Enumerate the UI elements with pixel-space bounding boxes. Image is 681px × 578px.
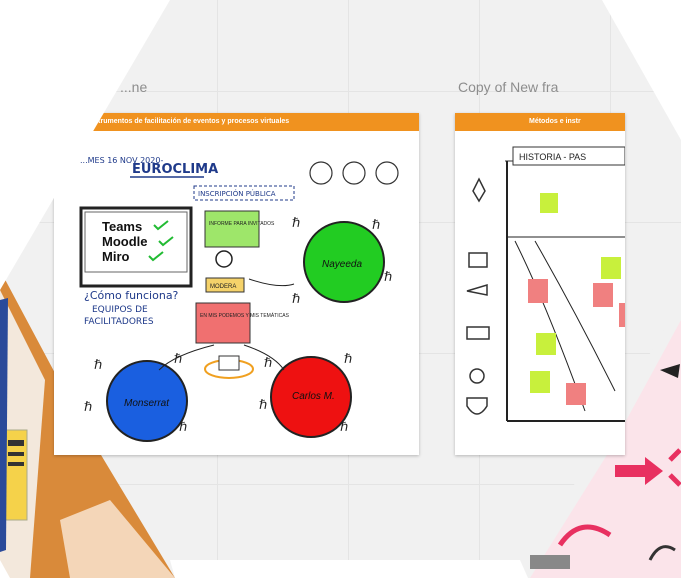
tool-teams: Teams <box>102 219 142 234</box>
frame-1-header: ...dos e instrumentos de facilitación de… <box>54 113 419 131</box>
teams-line-2: FACILITADORES <box>84 317 154 327</box>
frame-2-board: HISTORIA - PAS <box>466 146 625 422</box>
frame-2[interactable]: Métodos e instr HISTORIA - PAS <box>455 113 625 455</box>
svg-text:ℏ: ℏ <box>344 352 352 367</box>
left-photo-fragment <box>0 270 175 578</box>
frame-2-header: Métodos e instr <box>455 113 625 131</box>
flow-arrows <box>158 278 295 371</box>
room-label-blue: Monserrat <box>124 398 170 409</box>
question-text: ¿Cómo funciona? <box>84 289 179 302</box>
chair-icons: ℏ ℏ ℏ ℏ ℏ ℏ ℏ ℏ ℏ ℏ ℏ ℏ <box>84 216 392 435</box>
svg-text:ℏ: ℏ <box>340 420 348 435</box>
svg-text:ℏ: ℏ <box>94 358 102 373</box>
red-note-text: EN MIS PODEMOS Y MIS TEMÁTICAS <box>200 312 290 319</box>
face-icons <box>309 161 399 185</box>
teams-line-1: EQUIPOS DE <box>92 305 148 315</box>
board-title: EUROCLIMA <box>132 162 218 177</box>
tool-moodle: Moodle <box>102 234 148 249</box>
green-note-text: INFORME PARA INVITADOS <box>209 221 275 227</box>
tool-miro: Miro <box>102 249 130 264</box>
sticky-notes-green <box>530 193 621 393</box>
room-label-green: Nayeeda <box>322 259 362 270</box>
right-photo-fragment <box>520 300 681 578</box>
room-circle-red <box>270 356 352 438</box>
svg-text:ℏ: ℏ <box>259 398 267 413</box>
svg-text:ℏ: ℏ <box>384 270 392 285</box>
svg-text:ℏ: ℏ <box>179 420 187 435</box>
sticky-notes-red <box>528 279 625 405</box>
frame-1-title[interactable]: ...ne <box>120 79 148 95</box>
room-circle-blue <box>106 360 188 442</box>
frame-2-title[interactable]: Copy of New fra <box>458 79 559 95</box>
svg-text:ℏ: ℏ <box>292 216 300 231</box>
room-circle-green <box>303 221 385 303</box>
moderator-label: MODERA <box>210 284 236 290</box>
room-label-red: Carlos M. <box>292 391 335 402</box>
svg-text:ℏ: ℏ <box>292 292 300 307</box>
frame-1[interactable]: ...dos e instrumentos de facilitación de… <box>54 113 419 455</box>
frame-1-board: ...MES 16 NOV 2020- EUROCLIMA INSCRIPCIÓ… <box>79 156 399 442</box>
timeline-icons <box>466 177 490 415</box>
svg-text:ℏ: ℏ <box>264 356 272 371</box>
timeline-title: HISTORIA - PAS <box>519 152 586 162</box>
svg-text:ℏ: ℏ <box>372 218 380 233</box>
inscription-label: INSCRIPCIÓN PÚBLICA <box>198 189 276 198</box>
svg-text:ℏ: ℏ <box>84 400 92 415</box>
moderator-icon <box>215 250 233 268</box>
svg-text:ℏ: ℏ <box>174 352 182 367</box>
